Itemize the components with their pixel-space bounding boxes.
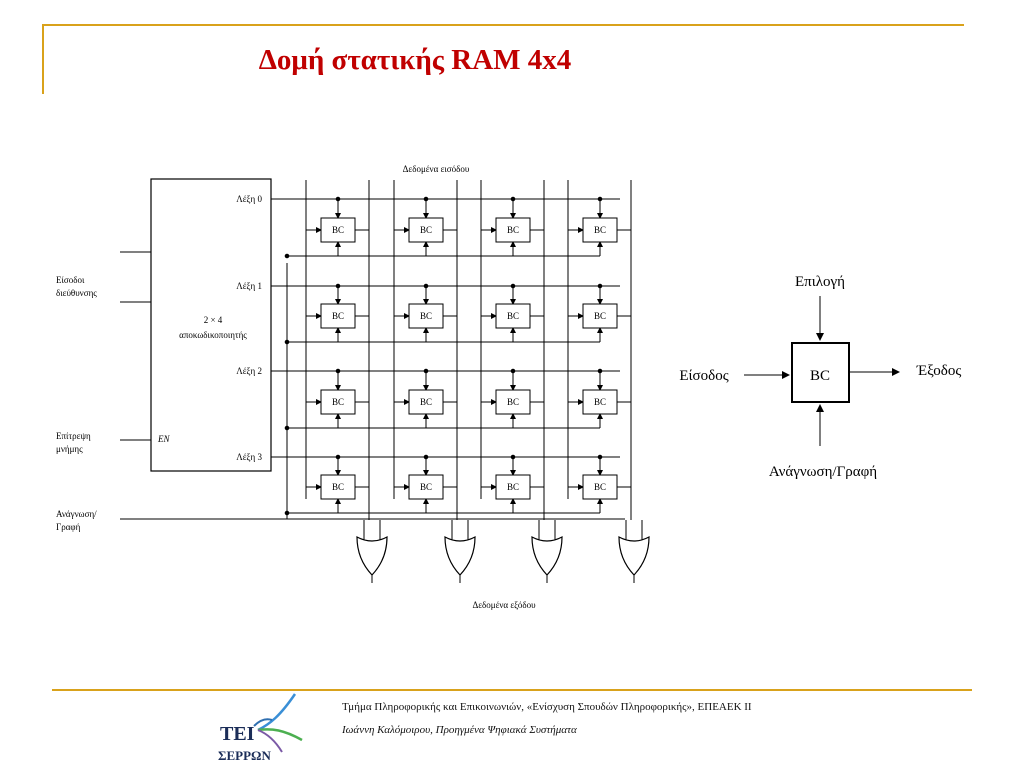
junction-dot <box>597 368 603 374</box>
junction-dot <box>335 283 341 289</box>
bc-cell <box>495 389 531 415</box>
enable-pin-label: EN <box>157 434 170 444</box>
junction-dot <box>510 196 516 202</box>
or-gate <box>531 536 563 576</box>
word-label: Λέξη 0 <box>236 194 262 204</box>
read-write-label-1: Ανάγνωση/ <box>56 509 97 519</box>
bc-cell-label: BC <box>594 225 606 235</box>
address-inputs-label-1: Είσοδοι <box>56 275 85 285</box>
bc-cell-label: BC <box>594 397 606 407</box>
junction-dot <box>423 196 429 202</box>
top-accent-rule <box>42 24 964 26</box>
bc-cell <box>582 389 618 415</box>
bc-cell <box>495 217 531 243</box>
junction-dot <box>510 454 516 460</box>
junction-dot <box>423 454 429 460</box>
or-gates <box>356 520 650 583</box>
input-data-label: Δεδομένα εισόδου <box>403 164 470 174</box>
junction-dot <box>335 196 341 202</box>
select-label: Επιλογή <box>795 274 845 290</box>
slide-title: Δομή στατικής RAM 4x4 <box>258 44 572 76</box>
or-gate <box>356 536 388 576</box>
junction-dot <box>423 368 429 374</box>
decoder-label-size: 2 × 4 <box>204 315 223 325</box>
bc-cell <box>495 474 531 500</box>
read-write-label: Ανάγνωση/Γραφή <box>769 464 877 480</box>
output-label: Έξοδος <box>916 363 962 379</box>
output-data-label: Δεδομένα εξόδου <box>472 600 536 610</box>
logo-text-serres: ΣΕΡΡΩΝ <box>218 748 271 763</box>
bc-cell <box>408 389 444 415</box>
junction-dot <box>423 283 429 289</box>
decoder-label-name: αποκωδικοποιητής <box>179 330 247 340</box>
bc-cell-label: BC <box>507 225 519 235</box>
bc-cell-label: BC <box>507 397 519 407</box>
or-gate <box>444 536 476 576</box>
junction-dot <box>335 368 341 374</box>
bc-cell <box>320 303 356 329</box>
memory-enable-label-2: μνήμης <box>56 444 83 454</box>
bc-cell-label: BC <box>420 397 432 407</box>
bc-cell <box>582 474 618 500</box>
ram-wiring <box>120 180 632 520</box>
footer-department: Τμήμα Πληροφορικής και Επικοινωνιών, «Εν… <box>342 701 752 713</box>
junction-dot <box>597 196 603 202</box>
single-bc-cell: BC Επιλογή Είσοδος Έξοδος Ανάγνωση/Γραφή <box>679 274 961 480</box>
junction-dot <box>510 283 516 289</box>
logo-text-tei: ΤΕΙ <box>220 723 255 745</box>
bc-cell <box>582 217 618 243</box>
input-label: Είσοδος <box>679 368 728 384</box>
bc-cell-label: BC <box>332 397 344 407</box>
bc-cell <box>495 303 531 329</box>
bc-cell <box>320 389 356 415</box>
junction-dot <box>284 253 290 259</box>
bc-cell-label: BC <box>420 311 432 321</box>
junction-dot <box>597 454 603 460</box>
bc-cell-label: BC <box>332 482 344 492</box>
junction-dot <box>284 339 290 345</box>
word-line-labels: Λέξη 0 Λέξη 1 Λέξη 2 Λέξη 3 <box>236 194 262 462</box>
bc-cell-label: BC <box>594 311 606 321</box>
bc-cell-label: BC <box>594 482 606 492</box>
bc-cell-grid: BC BC BC BC BC BC BC BC BC BC BC BC BC BC BC BC <box>320 217 618 500</box>
bc-cell <box>408 303 444 329</box>
bc-cell-label: BC <box>507 482 519 492</box>
read-write-label-2: Γραφή <box>56 522 81 532</box>
junction-dot <box>597 283 603 289</box>
junction-dot <box>335 454 341 460</box>
word-label: Λέξη 2 <box>236 366 262 376</box>
bc-cell-label: BC <box>332 311 344 321</box>
junction-dot <box>284 425 290 431</box>
tei-serres-logo: ΤΕΙ ΣΕΡΡΩΝ <box>218 693 303 763</box>
memory-enable-label-1: Επίτρεψη <box>56 431 91 441</box>
bc-cell-label: BC <box>420 225 432 235</box>
bc-cell <box>408 474 444 500</box>
decoder-block <box>150 178 272 472</box>
bc-cell <box>320 217 356 243</box>
junction-dot <box>284 510 290 516</box>
bc-cell <box>408 217 444 243</box>
bc-cell <box>582 303 618 329</box>
left-accent-rule <box>42 24 44 94</box>
word-label: Λέξη 3 <box>236 452 262 462</box>
footer-author: Ιωάννη Καλόμοιρου, Προηγμένα Ψηφιακά Συσ… <box>342 724 577 736</box>
bc-cell-label: BC <box>332 225 344 235</box>
bc-cell-label: BC <box>507 311 519 321</box>
bc-cell-label: BC <box>420 482 432 492</box>
footer-rule <box>52 689 972 691</box>
bc-cell <box>320 474 356 500</box>
word-label: Λέξη 1 <box>236 281 262 291</box>
or-gate <box>618 536 650 576</box>
address-inputs-label-2: διεύθυνσης <box>56 288 97 298</box>
junction-dot <box>510 368 516 374</box>
bc-cell-large-label: BC <box>810 368 830 384</box>
